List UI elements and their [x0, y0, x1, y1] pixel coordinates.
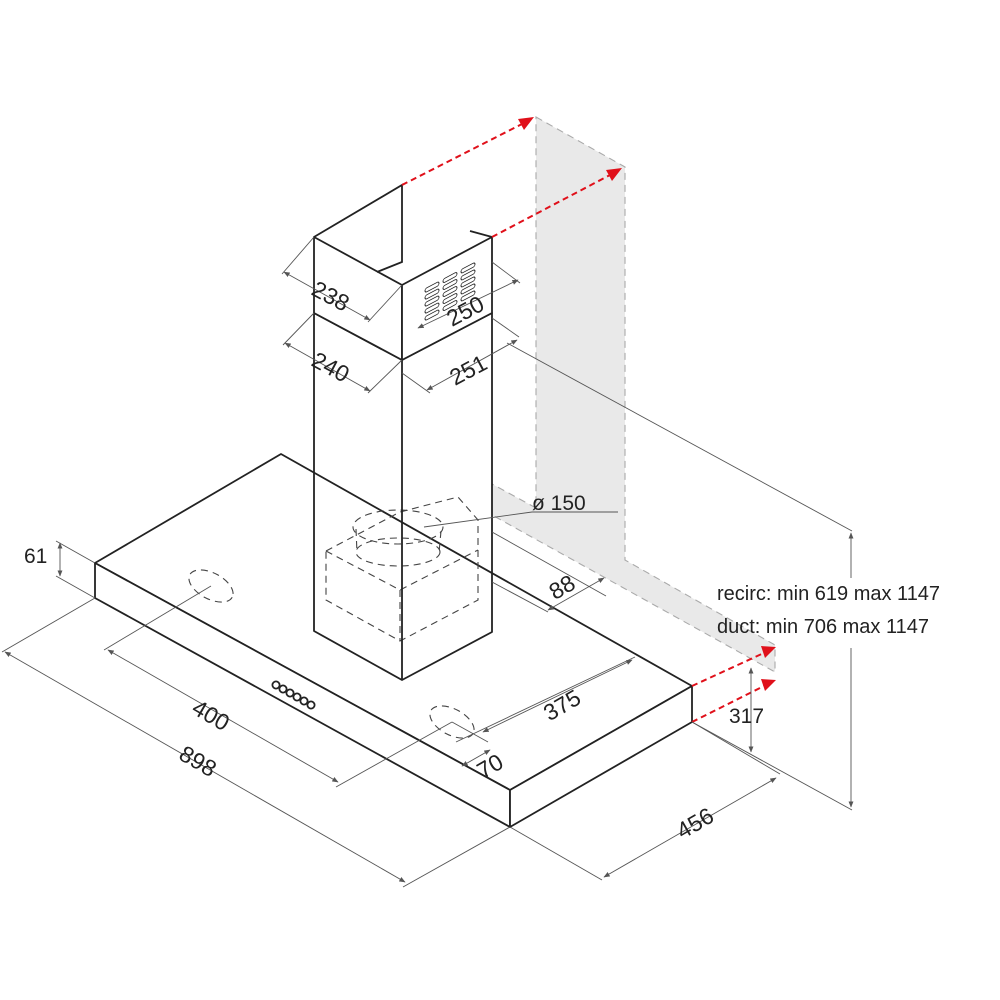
note-recirc: recirc: min 619 max 1147: [717, 583, 940, 605]
dim-canopy-width: 898: [175, 740, 221, 782]
hidden-motor: [325, 496, 479, 642]
dim-chimney-bottom-width: 251: [445, 349, 491, 390]
dim-outlet-diameter: ø 150: [532, 492, 586, 515]
chimney-upper: [313, 183, 493, 361]
dim-wall-offset: 88: [544, 569, 579, 604]
dim-min-clearance: 317: [729, 705, 764, 728]
wall-arrows: [401, 117, 776, 723]
dimension-lines: [1, 236, 854, 888]
installation-notes: recirc: min 619 max 1147 duct: min 706 m…: [717, 583, 940, 638]
note-duct: duct: min 706 max 1147: [717, 616, 929, 638]
dim-fixing-span: 400: [188, 694, 234, 736]
wall-outline: [491, 116, 776, 673]
dim-canopy-depth: 456: [672, 802, 718, 844]
dim-canopy-thickness: 61: [24, 545, 47, 568]
